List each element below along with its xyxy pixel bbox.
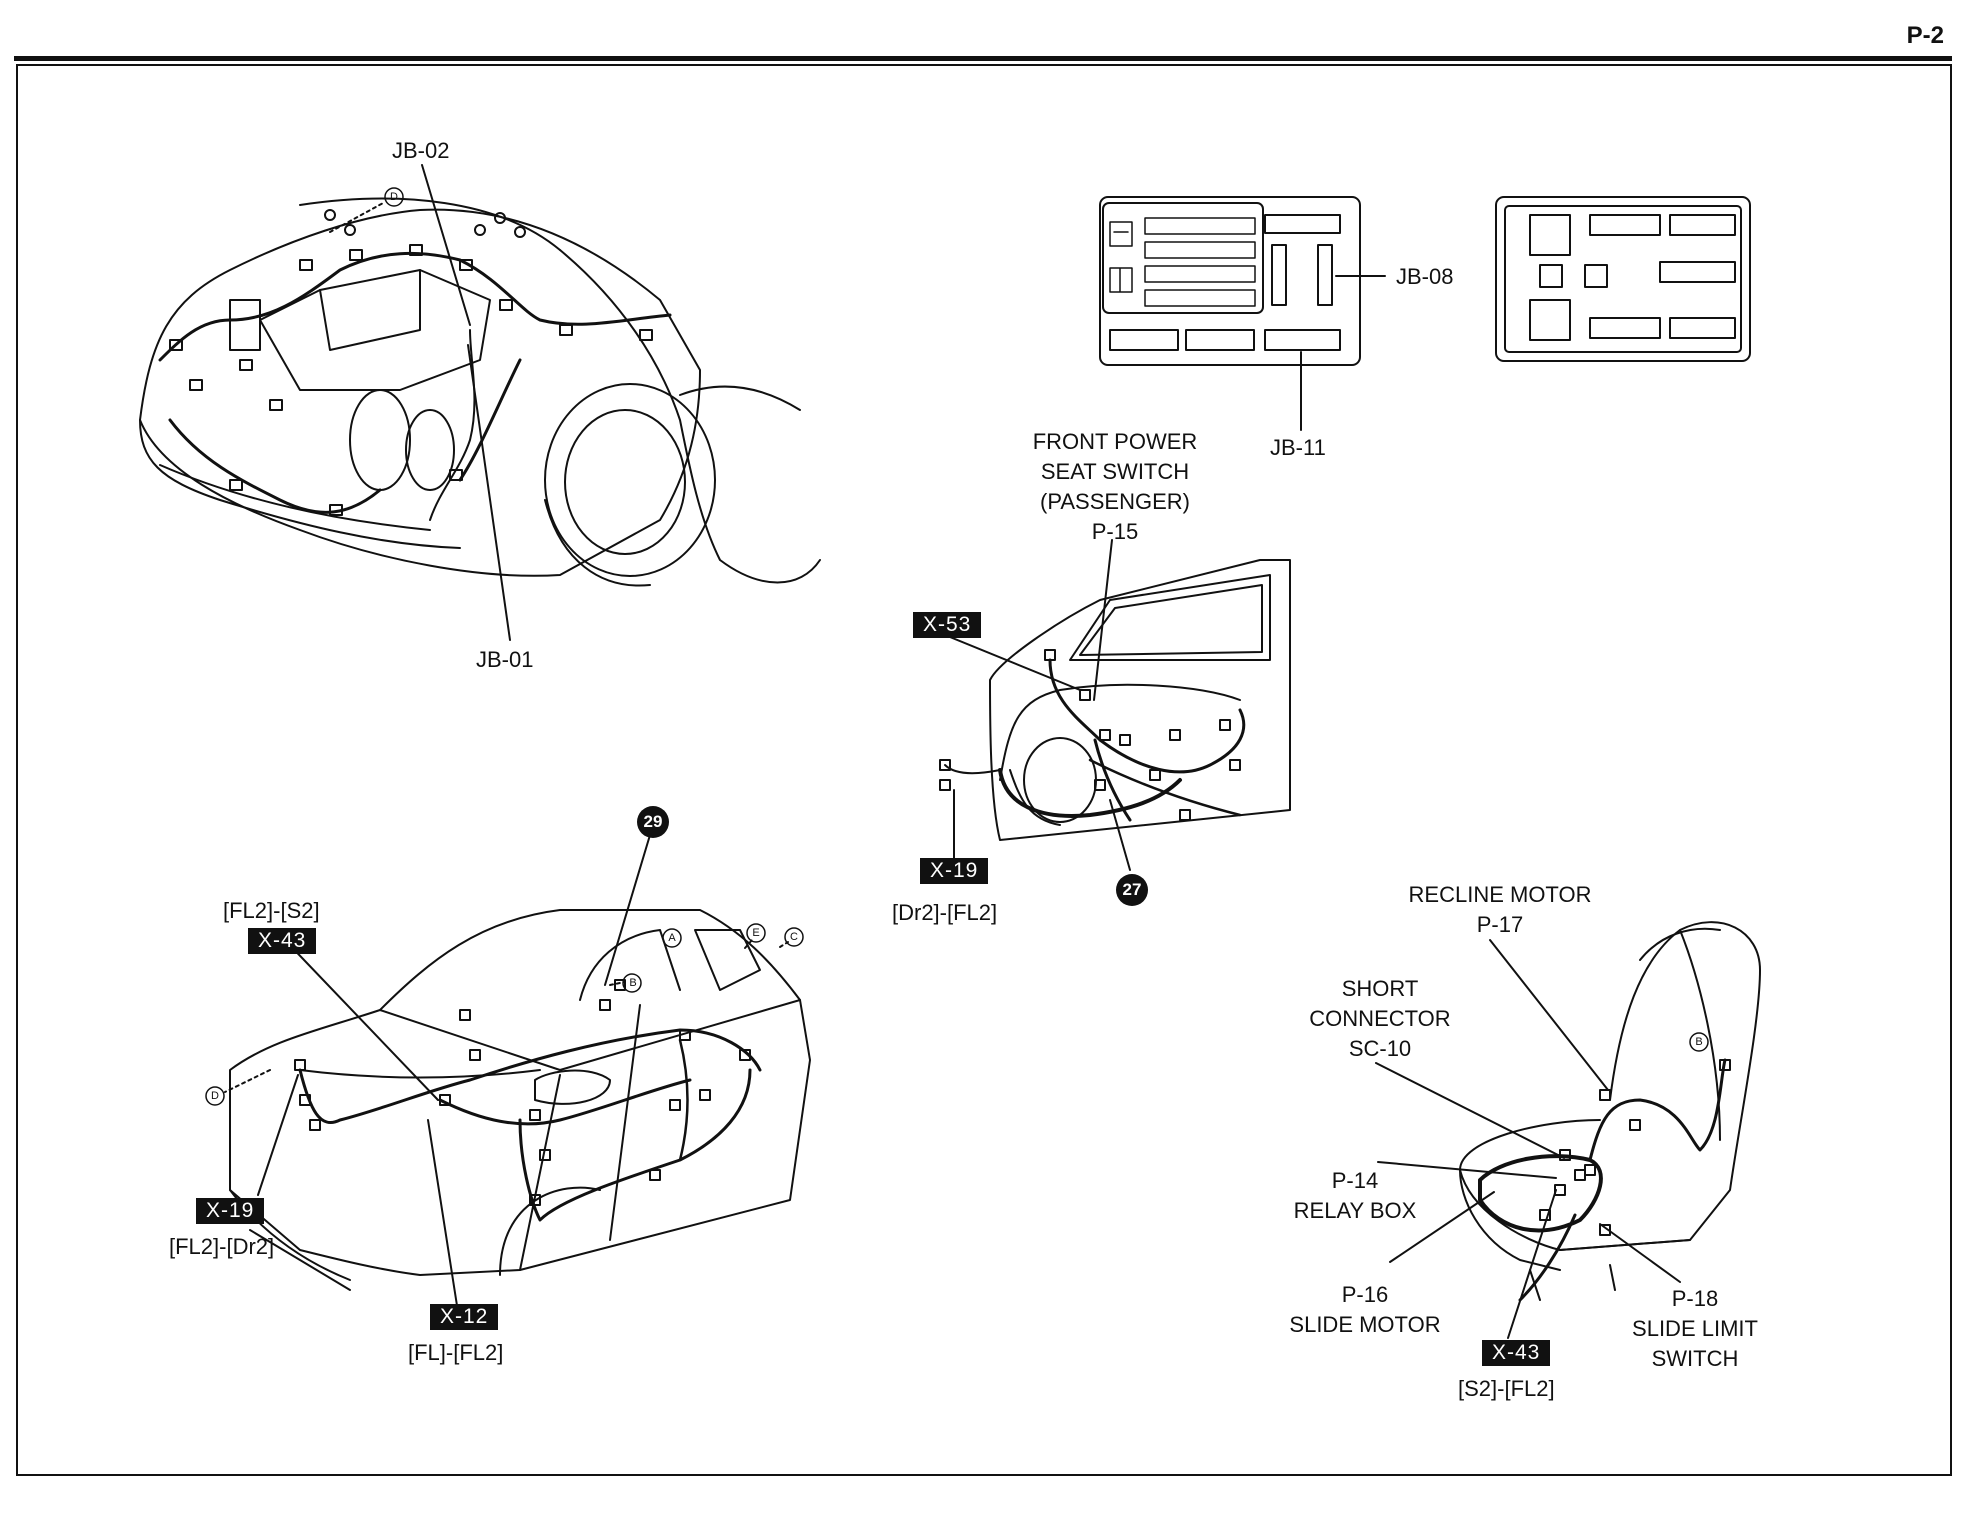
jb-02-label: JB-02 [392,138,450,163]
short-connector-label-1: SHORT [1341,976,1419,1001]
circle-29: 29 [637,806,669,838]
short-connector-label-3: SC-10 [1348,1036,1412,1061]
relay-box-label-2: RELAY BOX [1293,1198,1417,1223]
ref-b-body: B [629,977,637,989]
relay-box-label-1: P-14 [1331,1168,1379,1193]
x-19-door-sub: [Dr2]-[FL2] [892,900,998,925]
x-12-tag: X-12 [430,1304,499,1330]
ref-a-body: A [668,932,676,944]
power-seat-illustration [1375,921,1761,1339]
x-43-body-tag: X-43 [248,928,317,954]
seat-switch-label-3: (PASSENGER) [1040,489,1190,514]
seat-switch-label-2: SEAT SWITCH [1040,459,1190,484]
slide-motor-label-1: P-16 [1341,1282,1389,1307]
slide-limit-label-2: SLIDE LIMIT [1632,1316,1758,1341]
ref-b-seat: B [1695,1036,1703,1048]
engine-bay-illustration [139,164,821,641]
front-door-illustration [939,539,1291,871]
x-12-sub: [FL]-[FL2] [408,1340,504,1365]
jb-01-label: JB-01 [476,647,534,672]
slide-motor-label-2: SLIDE MOTOR [1289,1312,1441,1337]
recline-motor-label-2: P-17 [1476,912,1524,937]
x-19-body-sub: [FL2]-[Dr2] [169,1234,275,1259]
circle-27: 27 [1116,874,1148,906]
seat-switch-label-1: FRONT POWER [1032,429,1198,454]
short-connector-label-2: CONNECTOR [1309,1006,1451,1031]
slide-limit-label-1: P-18 [1671,1286,1719,1311]
x-43-body-top: [FL2]-[S2] [223,898,320,923]
ref-e-body: E [752,927,760,939]
ref-d-body: D [211,1090,219,1102]
x-43-seat-tag: X-43 [1482,1340,1551,1366]
x-19-body-tag: X-19 [196,1198,265,1224]
body-side-illustration [205,834,811,1313]
ref-d-engine: D [390,191,398,203]
x-53-tag: X-53 [913,612,982,638]
seat-switch-label-4: P-15 [1091,519,1139,544]
page-number: P-2 [1906,22,1944,49]
recline-motor-label-1: RECLINE MOTOR [1408,882,1592,907]
jb-11-label: JB-11 [1270,435,1326,460]
jb-08-label: JB-08 [1396,264,1454,289]
junction-box-illustration [1099,196,1751,431]
x-19-door-tag: X-19 [920,858,989,884]
ref-c-body: C [790,931,798,943]
diagram-frame [16,64,1952,1476]
x-43-seat-sub: [S2]-[FL2] [1458,1376,1555,1401]
slide-limit-label-3: SWITCH [1651,1346,1739,1371]
header-rule [14,56,1952,61]
